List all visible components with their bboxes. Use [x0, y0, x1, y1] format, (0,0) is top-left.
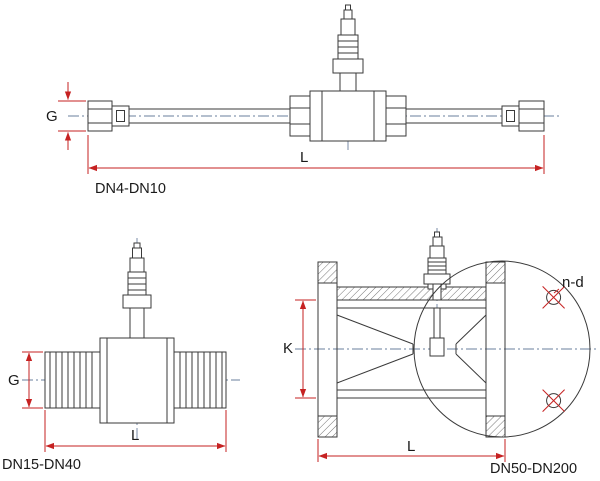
internal-cones — [336, 314, 487, 384]
dim-label-l: L — [407, 438, 415, 455]
dim-label-g: G — [8, 372, 20, 389]
left-fitting — [87, 100, 130, 132]
figure-dn15-dn40: G L DN15-DN40 — [2, 238, 240, 473]
right-threaded-end — [173, 351, 227, 409]
right-pipe — [406, 108, 502, 124]
center-assembly — [289, 90, 407, 142]
dim-label-g: G — [46, 108, 58, 125]
dim-label-l: L — [131, 427, 139, 444]
bolt-hole-bottom — [542, 389, 565, 412]
right-fitting — [501, 100, 545, 132]
dimension-l: L — [87, 135, 545, 174]
left-threaded-end — [44, 351, 101, 409]
right-flange — [485, 261, 506, 438]
dim-label-nd: n-d — [562, 274, 584, 291]
flowmeter-small-body — [87, 4, 545, 142]
caption-dn15-dn40: DN15-DN40 — [2, 457, 81, 473]
dimension-l: L — [317, 438, 506, 462]
turbine-hub — [429, 307, 445, 357]
flowmeter-large-body — [317, 261, 506, 438]
flowmeter-medium-body — [44, 337, 227, 424]
figure-dn50-dn200: n-d K L DN50-DN200 — [283, 228, 597, 477]
sensor — [423, 231, 451, 301]
sensor — [122, 242, 152, 339]
nd-leader-line — [553, 288, 560, 294]
sensor — [332, 4, 364, 92]
dimension-g: G — [8, 351, 43, 409]
bolt-circle: n-d — [413, 260, 591, 438]
bolt-hole-top — [542, 286, 565, 309]
caption-dn50-dn200: DN50-DN200 — [490, 461, 577, 477]
caption-dn4-dn10: DN4-DN10 — [95, 181, 166, 197]
dimension-k: K — [283, 299, 316, 399]
dimension-l: L — [44, 410, 227, 452]
dim-label-k: K — [283, 340, 293, 357]
left-flange — [317, 261, 338, 438]
figure-dn4-dn10: G L DN4-DN10 — [46, 4, 560, 197]
top-plate — [336, 286, 487, 301]
dimension-g: G — [46, 82, 86, 150]
dim-label-l: L — [300, 149, 308, 166]
left-pipe — [129, 108, 290, 124]
